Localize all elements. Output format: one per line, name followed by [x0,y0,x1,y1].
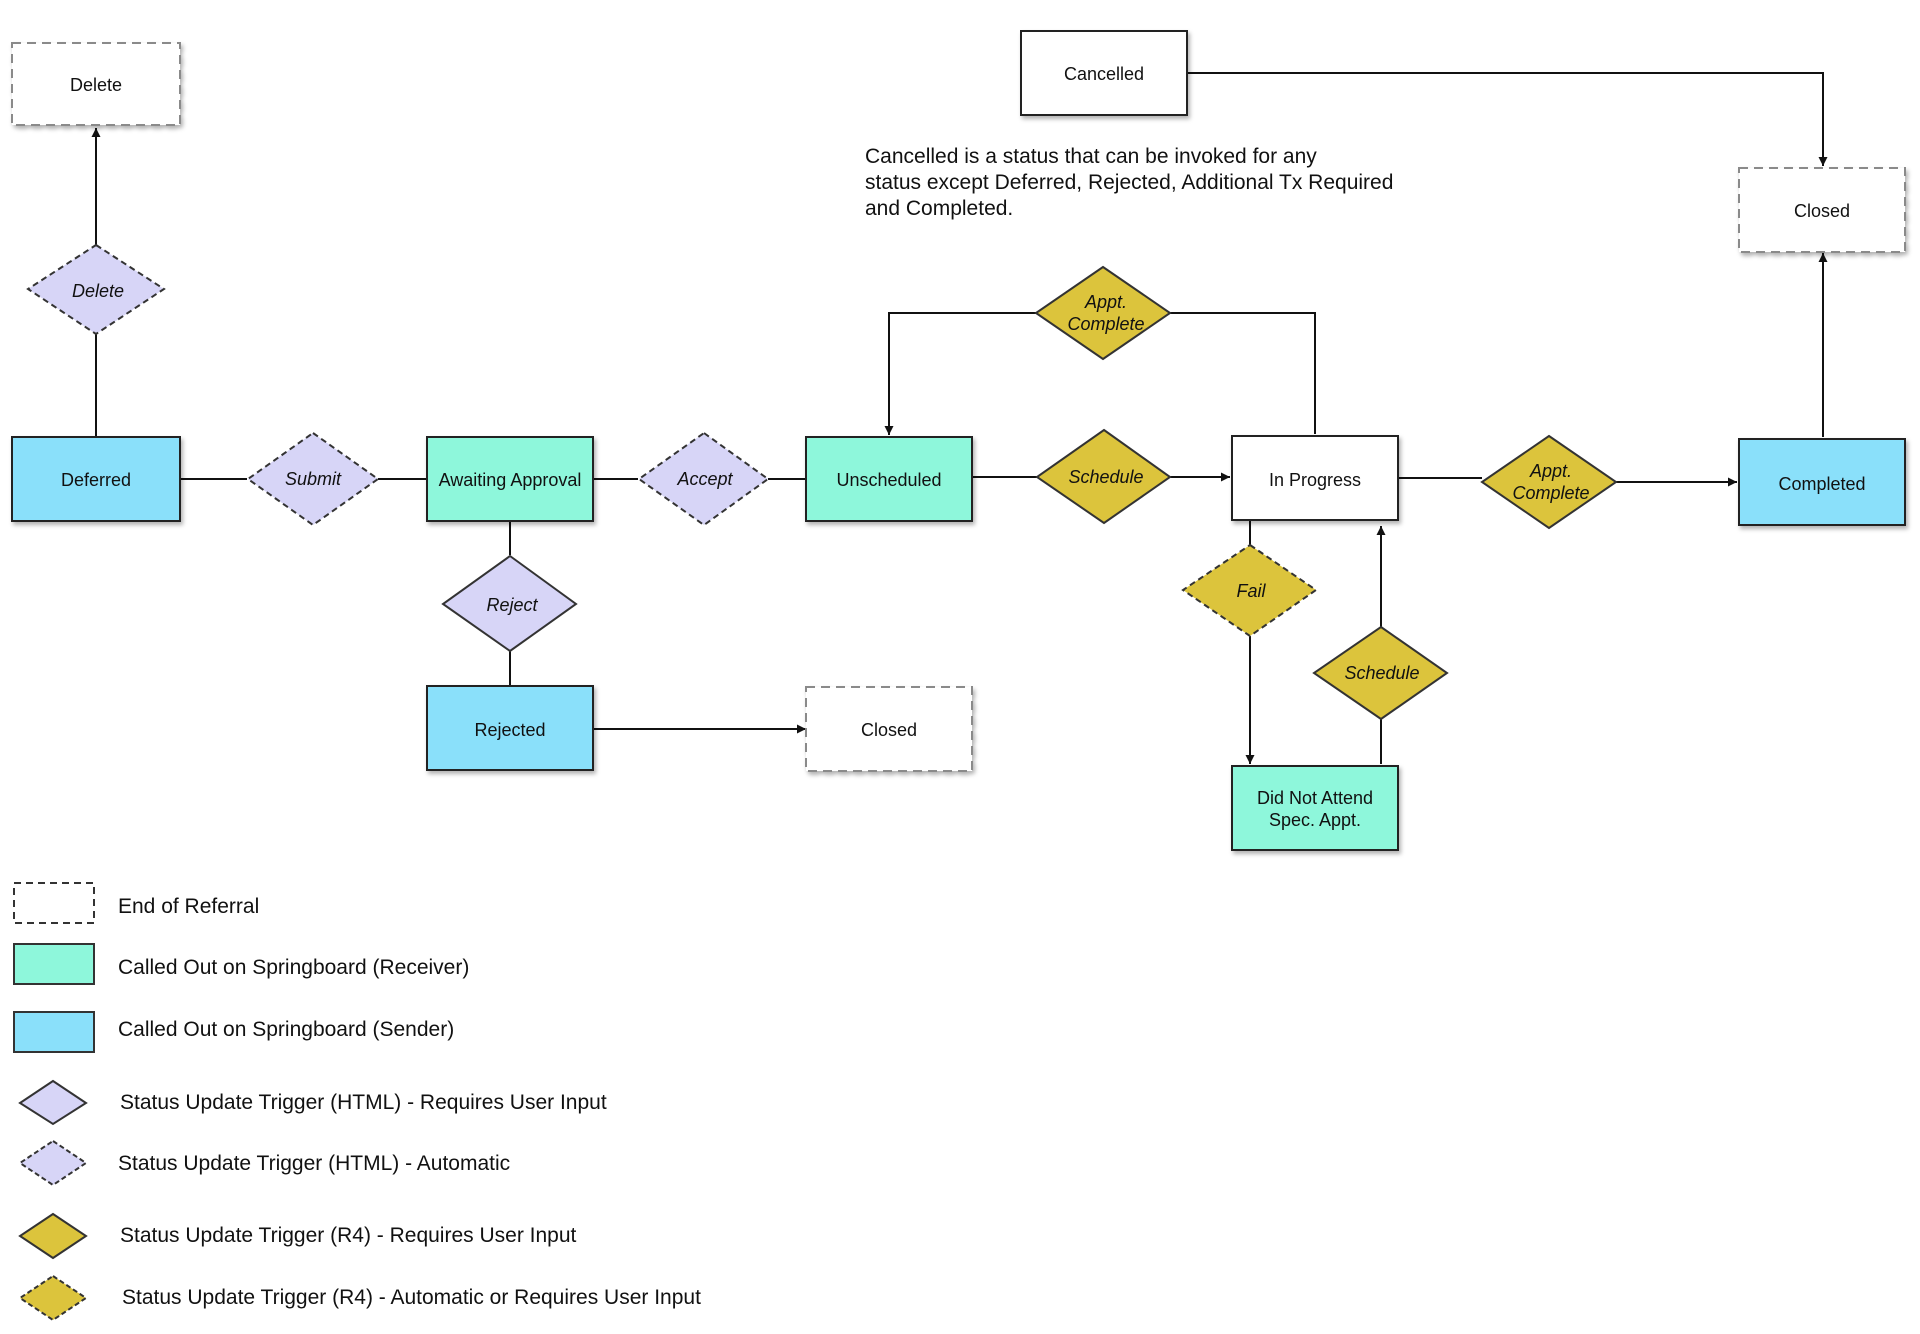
trigger-appt-complete-right-label-line2: Complete [1512,483,1589,503]
trigger-delete: Delete [26,243,166,336]
cancelled-note-line2: status except Deferred, Rejected, Additi… [865,171,1393,194]
cancelled-note: Cancelled is a status that can be invoke… [865,145,1393,220]
node-closed-top-label: Closed [1794,201,1850,221]
edges [91,72,1828,764]
node-did-not-attend: Did Not Attend Spec. Appt. [1231,765,1399,851]
legend-end-of-referral-label: End of Referral [118,895,259,918]
trigger-schedule-main-label: Schedule [1068,467,1143,487]
trigger-appt-complete-right: Appt. Complete [1480,434,1618,530]
legend-item-receiver: Called Out on Springboard (Receiver) [13,943,469,985]
legend-item-r4-user-input: Status Update Trigger (R4) - Requires Us… [18,1212,577,1260]
legend-sender-label: Called Out on Springboard (Sender) [118,1018,454,1041]
node-unscheduled: Unscheduled [805,436,973,522]
node-rejected: Rejected [426,685,594,771]
node-awaiting-approval-label: Awaiting Approval [439,470,582,490]
node-cancelled-label: Cancelled [1064,64,1144,84]
trigger-schedule-main: Schedule [1035,428,1172,525]
node-completed-label: Completed [1778,474,1865,494]
node-awaiting-approval: Awaiting Approval [426,436,594,522]
legend-item-end-of-referral: End of Referral [13,882,259,924]
node-in-progress-label: In Progress [1269,470,1361,490]
trigger-schedule-retry: Schedule [1312,625,1449,721]
trigger-schedule-retry-label: Schedule [1344,663,1419,683]
node-deferred-label: Deferred [61,470,131,490]
cancelled-note-line1: Cancelled is a status that can be invoke… [865,145,1317,168]
trigger-submit: Submit [246,431,380,527]
trigger-appt-complete-top-label-line2: Complete [1067,314,1144,334]
legend: End of Referral Called Out on Springboar… [13,882,701,1322]
node-closed-rejected: Closed [805,686,973,772]
node-delete-end-label: Delete [70,75,122,95]
trigger-delete-label: Delete [72,281,124,301]
legend-item-sender: Called Out on Springboard (Sender) [13,1011,454,1053]
trigger-accept-label: Accept [676,469,733,489]
node-closed-top: Closed [1738,167,1906,253]
cancelled-note-line3: and Completed. [865,197,1013,220]
legend-r4-automatic-or-user-label: Status Update Trigger (R4) - Automatic o… [122,1286,701,1309]
legend-html-user-input-label: Status Update Trigger (HTML) - Requires … [120,1091,607,1114]
legend-item-html-user-input: Status Update Trigger (HTML) - Requires … [18,1079,607,1126]
node-did-not-attend-label-line1: Did Not Attend [1257,788,1373,808]
trigger-reject-label: Reject [486,595,538,615]
node-unscheduled-label: Unscheduled [836,470,941,490]
node-did-not-attend-label-line2: Spec. Appt. [1269,810,1361,830]
node-cancelled: Cancelled [1020,30,1188,116]
trigger-reject: Reject [441,554,578,653]
trigger-accept: Accept [637,431,770,527]
node-rejected-label: Rejected [474,720,545,740]
trigger-fail-label: Fail [1236,581,1266,601]
node-in-progress: In Progress [1231,435,1399,521]
node-completed: Completed [1738,438,1906,526]
node-closed-rejected-label: Closed [861,720,917,740]
trigger-submit-label: Submit [285,469,342,489]
legend-receiver-label: Called Out on Springboard (Receiver) [118,956,469,979]
trigger-appt-complete-right-label-line1: Appt. [1529,461,1572,481]
legend-r4-user-input-label: Status Update Trigger (R4) - Requires Us… [120,1224,577,1247]
trigger-appt-complete-top-label-line1: Appt. [1084,292,1127,312]
trigger-appt-complete-top: Appt. Complete [1034,265,1172,361]
trigger-fail: Fail [1181,543,1318,638]
node-deferred: Deferred [11,436,181,522]
legend-item-html-automatic: Status Update Trigger (HTML) - Automatic [18,1139,510,1187]
legend-item-r4-automatic-or-user: Status Update Trigger (R4) - Automatic o… [18,1274,701,1322]
node-delete-end: Delete [11,42,181,126]
legend-html-automatic-label: Status Update Trigger (HTML) - Automatic [118,1152,510,1175]
